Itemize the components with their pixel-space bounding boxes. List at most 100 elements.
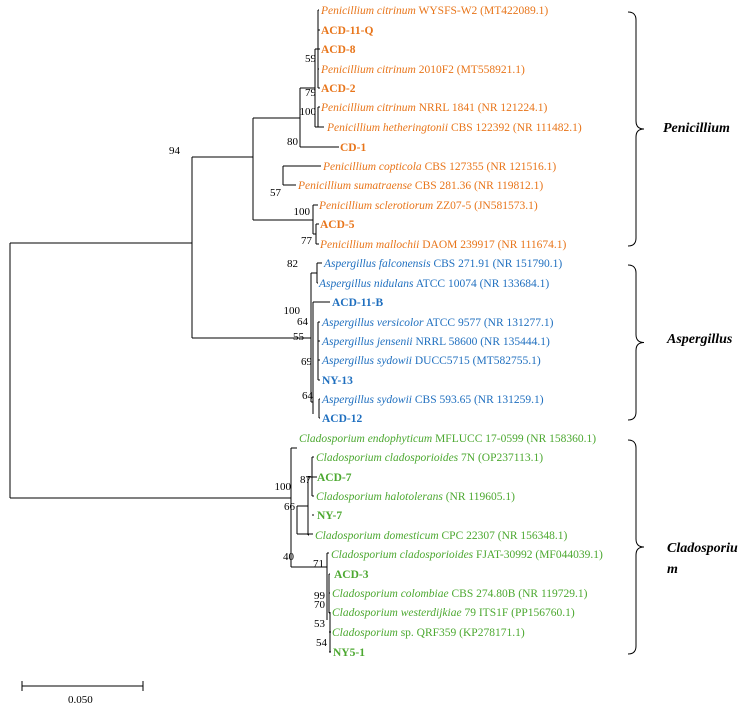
leaf-accession: FJAT-30992 (MF044039.1) [473, 549, 603, 561]
leaf-accession: 2010F2 (MT558921.1) [416, 64, 525, 76]
bootstrap-value: 69 [301, 356, 313, 368]
leaf-label: Cladosporium halotolerans (NR 119605.1) [316, 491, 515, 503]
leaf-label: ACD-8 [321, 44, 356, 56]
leaf-accession: NRRL 58600 (NR 135444.1) [413, 336, 550, 348]
scale-bar-label: 0.050 [68, 694, 93, 705]
bootstrap-value: 59 [305, 53, 317, 65]
clade-bracket [627, 439, 645, 655]
leaf-species-name: Aspergillus nidulans [318, 278, 414, 290]
leaf-label: Cladosporium colombiae CBS 274.80B (NR 1… [332, 588, 588, 600]
leaf-species-name: Penicillium hetheringtonii [326, 122, 448, 134]
leaf-species-name: Cladosporium westerdijkiae [332, 607, 462, 619]
leaf-accession: CBS 274.80B (NR 119729.1) [449, 588, 588, 600]
leaf-label: NY-7 [317, 510, 342, 522]
leaf-accession: CBS 281.36 (NR 119812.1) [412, 180, 543, 192]
leaf-label: Penicillium sumatraense CBS 281.36 (NR 1… [297, 180, 543, 192]
leaf-accession: sp. QRF359 (KP278171.1) [398, 627, 525, 639]
leaf-label: Aspergillus sydowii CBS 593.65 (NR 13125… [321, 394, 544, 406]
leaf-species-name: Aspergillus sydowii [321, 394, 412, 406]
bootstrap-value: 55 [293, 331, 305, 343]
tree-branches [9, 9, 339, 653]
leaf-species-name: Cladosporium halotolerans [316, 491, 443, 503]
leaf-label: Cladosporium westerdijkiae 79 ITS1F (PP1… [332, 607, 575, 619]
leaf-accession: DAOM 239917 (NR 111674.1) [419, 239, 566, 251]
leaf-species-name: Penicillium citrinum [320, 102, 416, 114]
leaf-label: Aspergillus jensenii NRRL 58600 (NR 1354… [321, 336, 550, 348]
leaf-label: NY-13 [322, 375, 353, 387]
bootstrap-value: 87 [300, 474, 312, 486]
leaf-accession: ATCC 10074 (NR 133684.1) [413, 278, 549, 290]
bootstrap-value: 57 [270, 187, 282, 199]
bootstrap-value: 100 [284, 305, 301, 317]
scale-bar: 0.050 [21, 681, 144, 705]
leaf-species-name: Penicillium copticola [322, 161, 422, 173]
leaf-label: Aspergillus versicolor ATCC 9577 (NR 131… [321, 317, 554, 329]
leaf-label: Cladosporium domesticum CPC 22307 (NR 15… [315, 530, 568, 542]
bootstrap-value: 64 [302, 390, 314, 402]
leaf-species-name: Cladosporium cladosporioides [331, 549, 474, 561]
bootstrap-value: 53 [314, 618, 326, 630]
leaf-label: Penicillium sclerotiorum ZZ07-5 (JN58157… [318, 200, 538, 212]
bootstrap-value: 100 [275, 481, 292, 493]
leaf-label: ACD-2 [321, 83, 356, 95]
leaf-accession: WYSFS-W2 (MT422089.1) [416, 5, 549, 17]
leaf-label: Aspergillus nidulans ATCC 10074 (NR 1336… [318, 278, 549, 290]
bootstrap-value: 99 [314, 590, 326, 602]
leaf-label: NY5-1 [333, 647, 365, 659]
leaf-label: Penicillium copticola CBS 127355 (NR 121… [322, 161, 556, 173]
leaf-label: Penicillium citrinum NRRL 1841 (NR 12122… [320, 102, 548, 114]
bootstrap-value: 66 [284, 501, 296, 513]
leaf-accession: CBS 127355 (NR 121516.1) [422, 161, 557, 173]
bootstrap-value: 40 [283, 551, 295, 563]
leaf-species-name: Penicillium sumatraense [297, 180, 412, 192]
bootstrap-labels: 5979100809457100778210064556964100876640… [169, 53, 328, 649]
leaf-species-name: Cladosporium endophyticum [299, 433, 432, 445]
leaf-species-name: Cladosporium colombiae [332, 588, 449, 600]
leaf-label: CD-1 [340, 142, 366, 154]
leaf-label: ACD-7 [317, 472, 352, 484]
clade-label-aspergillus: Aspergillus [666, 332, 733, 347]
leaf-accession: MFLUCC 17-0599 (NR 158360.1) [432, 433, 596, 445]
leaf-label: ACD-5 [320, 219, 355, 231]
leaf-label: Penicillium citrinum 2010F2 (MT558921.1) [320, 64, 525, 76]
leaf-accession: CBS 593.65 (NR 131259.1) [412, 394, 544, 406]
leaf-label: Penicillium hetheringtonii CBS 122392 (N… [326, 122, 582, 134]
leaf-accession: CBS 271.91 (NR 151790.1) [431, 258, 563, 270]
leaf-species-name: Aspergillus versicolor [321, 317, 424, 329]
bootstrap-value: 82 [287, 258, 298, 270]
bootstrap-value: 54 [316, 637, 328, 649]
leaf-species-name: Penicillium sclerotiorum [318, 200, 433, 212]
clade-brackets [627, 11, 645, 655]
leaf-label: Cladosporium sp. QRF359 (KP278171.1) [332, 627, 525, 639]
leaf-species-name: Cladosporium cladosporioides [316, 452, 459, 464]
leaf-species-name: Penicillium mallochii [319, 239, 419, 251]
leaf-label: Aspergillus falconensis CBS 271.91 (NR 1… [323, 258, 562, 270]
leaf-species-name: Penicillium citrinum [320, 5, 416, 17]
leaf-label: ACD-11-Q [321, 25, 373, 37]
leaf-label: Cladosporium endophyticum MFLUCC 17-0599… [299, 433, 596, 445]
clade-bracket [627, 264, 645, 421]
leaf-species-name: Penicillium citrinum [320, 64, 416, 76]
leaf-accession: DUCC5715 (MT582755.1) [412, 355, 541, 367]
leaf-accession: ATCC 9577 (NR 131277.1) [423, 317, 553, 329]
leaf-label: Penicillium citrinum WYSFS-W2 (MT422089.… [320, 5, 548, 17]
leaf-species-name: Aspergillus falconensis [323, 258, 431, 270]
clade-label-cladosporium-line2: m [667, 562, 678, 577]
leaf-accession: NRRL 1841 (NR 121224.1) [416, 102, 548, 114]
bootstrap-value: 70 [314, 599, 326, 611]
bootstrap-value: 100 [294, 206, 311, 218]
leaf-label: Cladosporium cladosporioides 7N (OP23711… [316, 452, 543, 464]
bootstrap-value: 64 [297, 316, 309, 328]
leaf-label: Penicillium mallochii DAOM 239917 (NR 11… [319, 239, 567, 251]
leaf-species-name: Cladosporium domesticum [315, 530, 439, 542]
bootstrap-value: 77 [301, 235, 313, 247]
leaf-accession: ZZ07-5 (JN581573.1) [433, 200, 538, 212]
leaf-labels: Penicillium citrinum WYSFS-W2 (MT422089.… [297, 5, 603, 659]
clade-label-cladosporium-line1: Cladosporiu [667, 541, 738, 556]
bootstrap-value: 79 [305, 87, 317, 99]
leaf-species-name: Cladosporium [332, 627, 398, 639]
leaf-label: ACD-11-B [332, 297, 383, 309]
leaf-accession: 79 ITS1F (PP156760.1) [462, 607, 575, 619]
leaf-label: Cladosporium cladosporioides FJAT-30992 … [331, 549, 603, 561]
